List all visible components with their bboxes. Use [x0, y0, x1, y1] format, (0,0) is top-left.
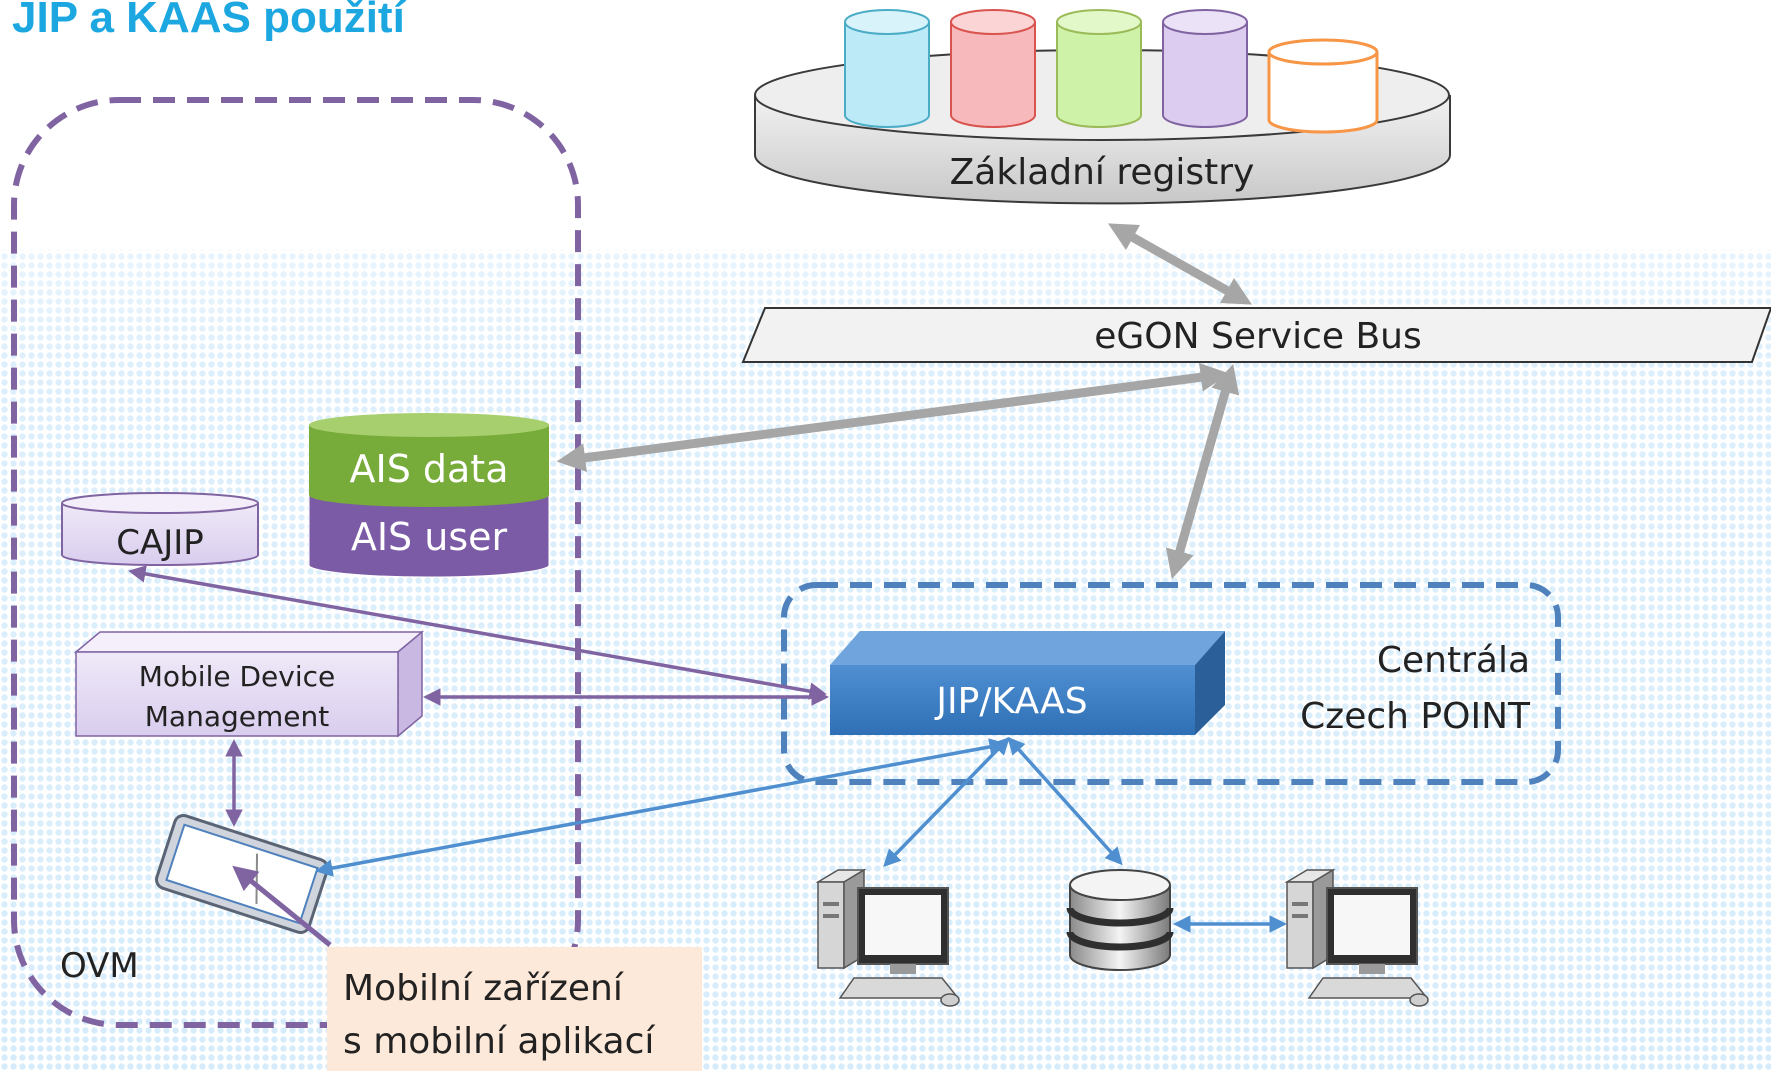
- cajip-label: CAJIP: [116, 523, 204, 563]
- server-icon: [1066, 869, 1174, 971]
- arrow-jip-server: [1007, 736, 1123, 866]
- service-bus-label: eGON Service Bus: [1094, 316, 1422, 357]
- blue-arrows: [315, 736, 1287, 933]
- page-title: JIP a KAAS použití: [12, 0, 407, 42]
- arrow-note-tablet: [232, 865, 332, 947]
- mdm-label-line1: Mobile Device: [139, 660, 336, 693]
- mdm-label-line2: Management: [145, 700, 329, 733]
- centrala-label-line2: Czech POINT: [1300, 696, 1531, 737]
- ovm-boundary: [11, 97, 581, 1028]
- registries-label: Základní registry: [950, 152, 1255, 193]
- database-icon: [844, 9, 930, 128]
- mobile-note: Mobilní zařízení s mobilní aplikací: [327, 947, 702, 1071]
- purple-arrows: [128, 565, 829, 947]
- service-bus: eGON Service Bus: [741, 307, 1771, 363]
- ais-database: AIS data AIS user: [308, 413, 550, 578]
- mdm-box: Mobile Device Management: [73, 630, 425, 738]
- mobile-note-line1: Mobilní zařízení: [343, 968, 624, 1009]
- jip-kaas-label: JIP/KAAS: [934, 681, 1087, 722]
- mobile-note-line2: s mobilní aplikací: [343, 1021, 655, 1062]
- gray-arrows: [556, 223, 1253, 580]
- database-icon: [950, 9, 1036, 128]
- ais-user-label: AIS user: [351, 515, 508, 559]
- arrow-bus-ais: [556, 362, 1230, 473]
- centrala-label-line1: Centrála: [1377, 640, 1530, 681]
- cajip-database: CAJIP: [61, 492, 259, 566]
- registries-group: Základní registry: [754, 9, 1451, 205]
- jip-kaas-box: JIP/KAAS: [830, 631, 1225, 735]
- database-icon: [1056, 9, 1142, 128]
- database-icon: [1162, 9, 1248, 128]
- ais-data-label: AIS data: [350, 447, 509, 491]
- arrow-cajip-jip: [128, 565, 827, 700]
- arrow-registries-bus: [1107, 223, 1253, 305]
- database-icon: [1267, 38, 1379, 134]
- arrow-jip-computer: [883, 736, 1010, 868]
- ovm-label: OVM: [60, 946, 139, 986]
- arrow-bus-centrala: [1165, 363, 1240, 580]
- computer-icon: [1284, 868, 1429, 1007]
